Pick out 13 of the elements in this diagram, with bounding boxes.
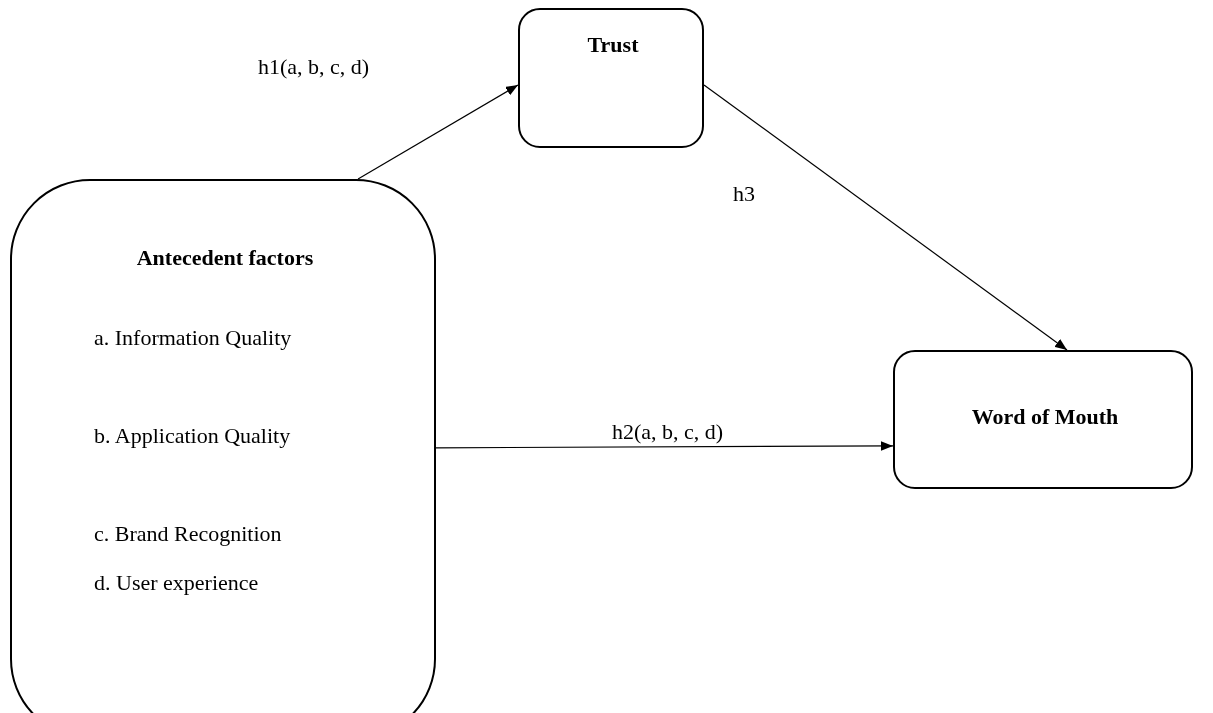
arrow xyxy=(357,84,519,180)
box-title: Trust xyxy=(586,32,640,59)
factor-group-box xyxy=(10,179,436,713)
list-item: d. User experience xyxy=(94,569,260,597)
list-item: a. Information Quality xyxy=(94,324,293,352)
arrow xyxy=(703,84,1068,351)
box-title: Word of Mouth xyxy=(970,404,1120,431)
construct-box xyxy=(518,8,704,148)
list-item: b. Application Quality xyxy=(94,422,292,450)
arrow xyxy=(435,441,894,451)
box-title: Antecedent factors xyxy=(135,245,315,272)
list-item: c. Brand Recognition xyxy=(94,520,283,548)
construct-box xyxy=(893,350,1193,489)
